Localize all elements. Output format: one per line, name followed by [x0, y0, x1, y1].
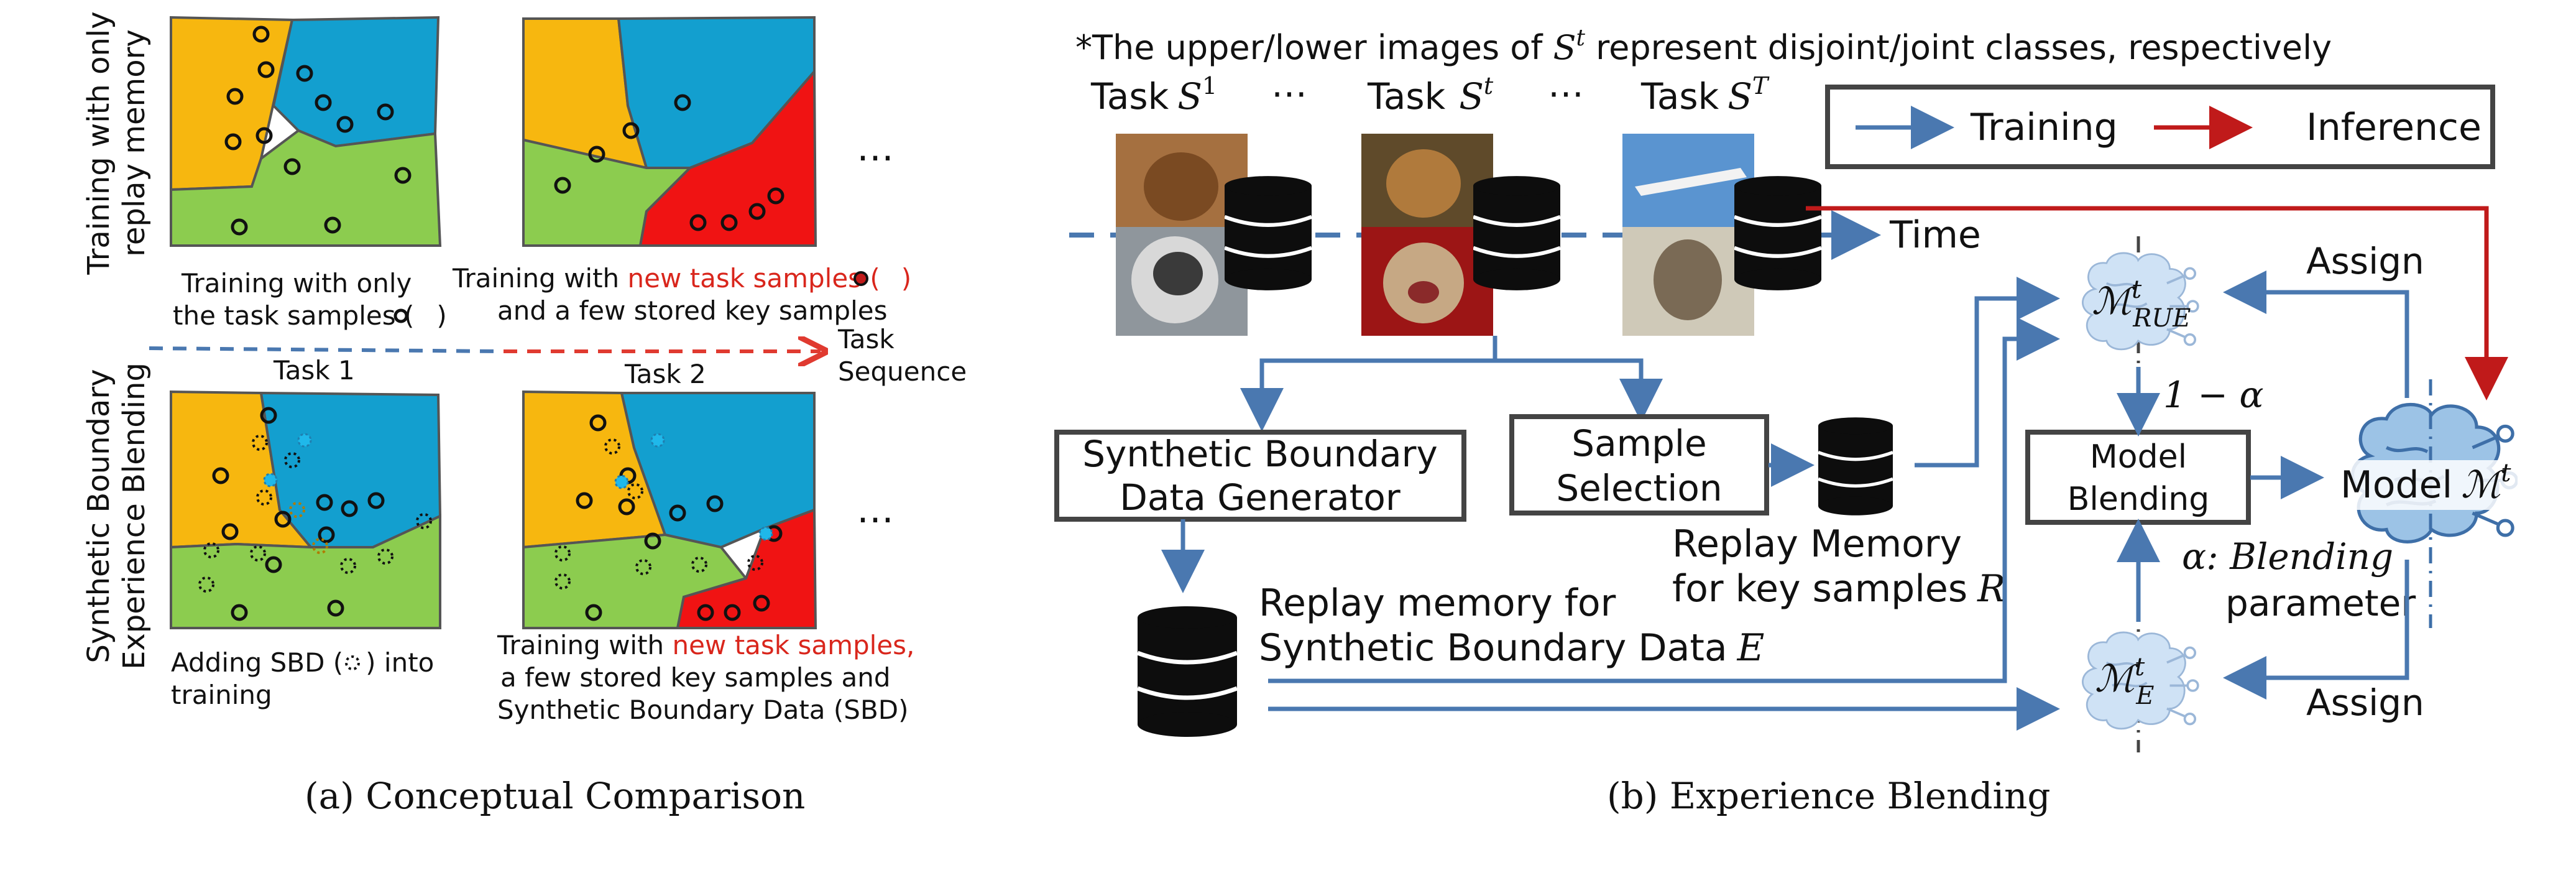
arrow-key-to-rue — [1915, 277, 2060, 468]
alpha-line1: α: Blending — [2182, 535, 2393, 578]
replay-key-line1: Replay Memory — [1672, 522, 1962, 566]
sbd2-caption-line3: Synthetic Boundary Data (SBD) — [497, 695, 908, 725]
sample-selection-line2: Selection — [1556, 467, 1722, 509]
database-icon — [1138, 606, 1237, 737]
ellipsis-top: … — [857, 126, 894, 170]
task2-label: Task 2 — [624, 359, 706, 389]
legend-inference-label: Inference — [2306, 106, 2482, 149]
legend-training-label: Training — [1970, 106, 2118, 149]
map-task1-sbd — [170, 390, 442, 629]
task-sequence-line2: Sequence — [838, 356, 967, 387]
alpha-line2: parameter — [2225, 582, 2416, 624]
model-blending-line1: Model — [2090, 438, 2187, 476]
sbd2-caption-line1: Training with new task samples, — [497, 630, 914, 660]
row1-label-line1: Training with only — [81, 11, 116, 275]
caption-b: (b) Experience Blending — [1607, 775, 2051, 817]
arrow-to-sbd-generator — [1240, 336, 1497, 432]
task2-caption-line1: Training with new task samples () — [452, 263, 911, 294]
task1-label: Task 1 — [273, 355, 355, 386]
task-1-images — [1116, 134, 1312, 336]
arrow-sbd-to-rue — [1268, 317, 2060, 683]
row2-label-line2: Experience Blending — [117, 363, 152, 670]
arrow-to-sample-selection — [1495, 358, 1663, 422]
task1-caption-line1: Training with only — [181, 268, 412, 298]
database-icon — [1225, 176, 1312, 290]
sbd1-caption-line2: training — [171, 680, 272, 710]
sbd-legend-icon — [345, 655, 360, 670]
sbd1-caption-line1: Adding SBD () into — [171, 647, 434, 678]
assign-bottom-label: Assign — [2306, 682, 2424, 724]
sample-legend-icon — [393, 308, 408, 323]
panel-a: Training with only replay memory Synthet… — [81, 11, 967, 817]
dots-2: ⋯ — [1548, 72, 1584, 114]
sample-selection-box — [1509, 414, 1769, 515]
sbd-generator-line2: Data Generator — [1120, 476, 1401, 519]
new-sample-legend-icon — [853, 271, 868, 286]
map-task1-replay — [170, 16, 442, 247]
row1-label-line2: replay memory — [117, 29, 152, 257]
assign-top-label: Assign — [2306, 240, 2424, 282]
database-icon — [1818, 417, 1893, 515]
model-blending-line2: Blending — [2068, 481, 2210, 518]
ellipsis-bottom: … — [857, 488, 894, 532]
inference-arrow — [1806, 206, 2508, 400]
assign-arrow-bottom — [2223, 560, 2409, 700]
dots-1: ⋯ — [1271, 72, 1307, 114]
database-icon — [1734, 176, 1821, 290]
one-minus-alpha: 1 − α — [2163, 374, 2264, 416]
note: *The upper/lower images of St represent … — [1075, 25, 2332, 67]
replay-sbd-line1: Replay memory for — [1259, 581, 1616, 625]
row2-label-line1: Synthetic Boundary — [81, 369, 116, 663]
sbd-generator-box — [1054, 430, 1466, 522]
task-sequence-line1: Task — [837, 324, 895, 354]
task-samples — [224, 25, 412, 236]
database-icon — [1473, 176, 1560, 290]
panel-b: *The upper/lower images of St represent … — [1054, 25, 2554, 817]
caption-a: (a) Conceptual Comparison — [305, 775, 805, 817]
time-label: Time — [1889, 213, 1981, 257]
task-sequence-line — [149, 346, 501, 353]
task-t-images — [1361, 134, 1560, 336]
sbd-generator-line1: Synthetic Boundary — [1082, 433, 1438, 475]
task-T-images — [1622, 134, 1821, 336]
task2-caption-line2: and a few stored key samples — [497, 295, 887, 326]
sbd2-caption-line2: a few stored key samples and — [500, 662, 890, 693]
map-task2-sbd — [522, 390, 817, 629]
assign-arrow-top — [2223, 270, 2409, 398]
map-task2-replay — [522, 16, 817, 247]
task1-caption-line2: the task samples () — [173, 300, 447, 331]
sample-selection-line1: Sample — [1571, 422, 1706, 465]
